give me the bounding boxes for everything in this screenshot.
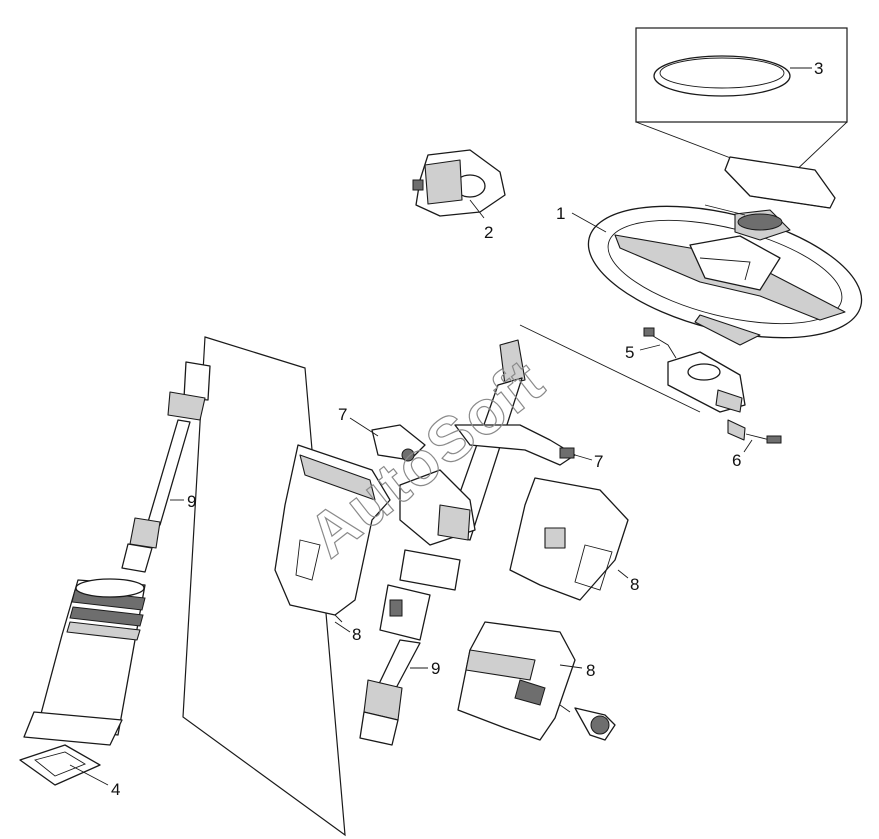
callout-2: 2 (484, 223, 493, 242)
callout-6: 6 (732, 451, 741, 470)
upper-shroud-right-part-8 (509, 477, 629, 601)
clock-spring-part-2 (412, 149, 506, 217)
callout-3: 3 (814, 59, 823, 78)
inset-frame-horn-pad (635, 27, 848, 177)
horn-pad-cover (724, 156, 836, 209)
steering-wheel-part-1 (587, 204, 863, 346)
lower-shroud-right-part-8 (457, 621, 616, 741)
column-group-frame (182, 336, 346, 837)
combination-switch (643, 327, 782, 444)
callout-7-left: 7 (338, 405, 347, 424)
callout-8-upper: 8 (630, 575, 639, 594)
callout-1: 1 (556, 204, 565, 223)
mounting-brackets-part-7 (371, 424, 576, 466)
callout-4: 4 (111, 780, 120, 799)
callout-8-lower: 8 (586, 661, 595, 680)
intermediate-shaft-left (121, 361, 211, 573)
callout-9-left: 9 (187, 492, 196, 511)
rubber-boot-part-4 (19, 578, 146, 786)
callout-leaders (69, 67, 812, 786)
callout-9-right: 9 (431, 659, 440, 678)
callout-8-left: 8 (352, 625, 361, 644)
callout-labels: 3 1 2 5 6 7 7 9 9 8 8 8 4 (111, 59, 823, 799)
horn-emblem-part-3 (653, 55, 791, 97)
callout-5: 5 (625, 343, 634, 362)
assembly-guide-line (519, 324, 701, 413)
lower-shroud-left-part-8 (274, 444, 391, 623)
steering-column-main (359, 339, 526, 746)
callout-7-right: 7 (594, 452, 603, 471)
